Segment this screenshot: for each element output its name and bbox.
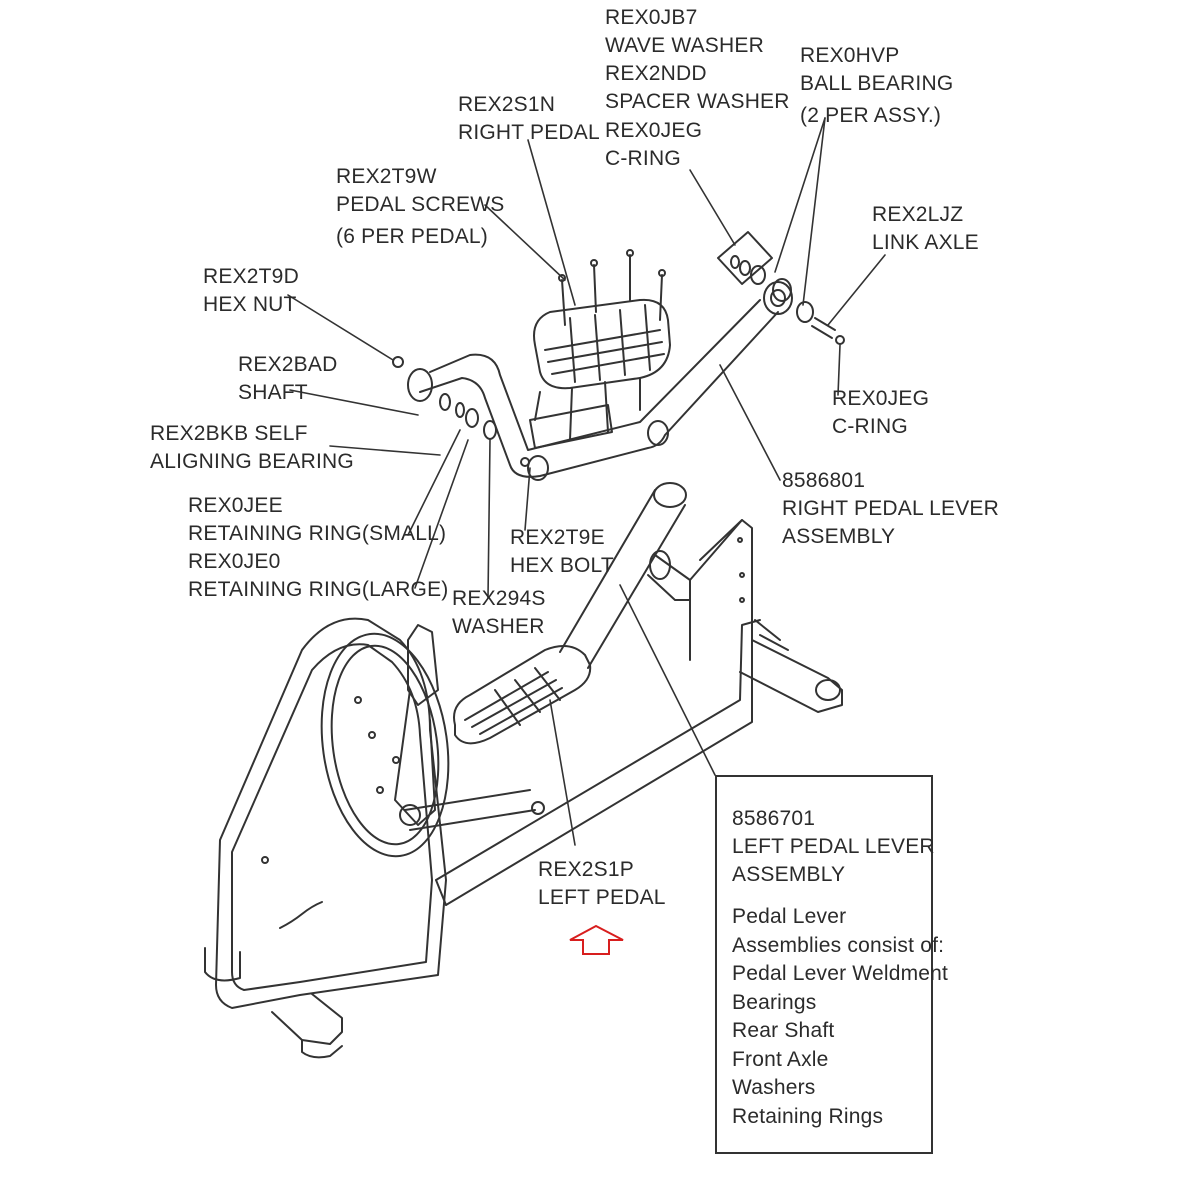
info-box-item: Pedal Lever: [732, 905, 847, 928]
info-box-title: 8586701 LEFT PEDAL LEVER ASSEMBLY: [732, 805, 935, 889]
info-box-item: Pedal Lever Weldment: [732, 962, 949, 985]
up-arrow-icon: [569, 924, 624, 955]
right-pedal-lever: [392, 231, 845, 481]
info-box-title-line: ASSEMBLY: [732, 863, 846, 886]
info-box-title-line: 8586701: [732, 807, 816, 830]
left-pedal-lever: [394, 482, 687, 831]
info-box-title-line: LEFT PEDAL LEVER: [732, 835, 935, 858]
info-box-item: Assemblies consist of:: [732, 933, 945, 957]
info-box-items: Pedal Lever Assemblies consist of: Pedal…: [732, 903, 949, 1131]
info-box-item: Front Axle: [732, 1047, 829, 1071]
machine-housing: [204, 617, 450, 1059]
main-rail: [435, 519, 843, 906]
info-box-item: Washers: [732, 1076, 816, 1099]
leader-lines: [287, 117, 886, 846]
assembly-info-box: 8586701 LEFT PEDAL LEVER ASSEMBLY Pedal …: [715, 775, 949, 1154]
info-box-item: Bearings: [732, 990, 817, 1014]
info-box-item: Retaining Rings: [732, 1104, 884, 1128]
info-box-item: Rear Shaft: [732, 1019, 835, 1042]
